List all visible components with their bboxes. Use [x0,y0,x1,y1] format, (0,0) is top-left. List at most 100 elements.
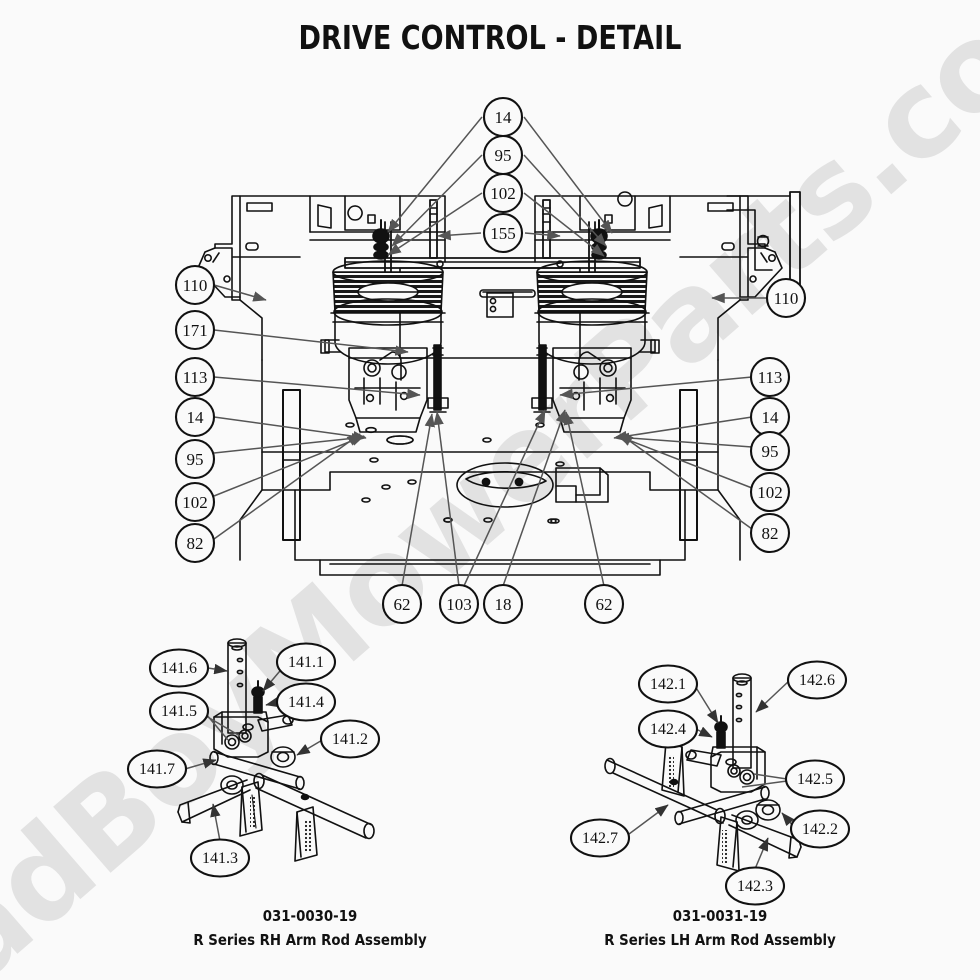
callout-95[interactable]: 95 [749,430,791,472]
right-hydro-pump-unit [531,199,660,433]
callout-113[interactable]: 113 [174,356,216,398]
callout-label: 171 [182,321,208,340]
callout-label: 62 [596,595,613,614]
callout-outline [569,818,631,858]
callout-label: 141.3 [202,850,238,867]
callout-label: 14 [762,408,780,427]
callout-outline [789,809,851,849]
callout-outline [749,430,791,472]
right-assembly-part-number: 031-0031-19 [672,907,768,925]
callout-113[interactable]: 113 [749,356,791,398]
callout-label: 102 [490,184,516,203]
callout-141-7[interactable]: 141.7 [126,749,188,789]
callout-outline [381,583,423,625]
callout-outline [174,356,216,398]
callout-outline [319,719,381,759]
callout-141-6[interactable]: 141.6 [148,648,210,688]
callout-label: 113 [183,368,208,387]
callout-95[interactable]: 95 [482,134,524,176]
callout-label: 113 [758,368,783,387]
callout-label: 18 [495,595,512,614]
callout-label: 141.4 [288,694,324,711]
callout-142-6[interactable]: 142.6 [786,660,848,700]
callout-outline [482,172,524,214]
callout-label: 141.7 [139,761,175,778]
callout-82[interactable]: 82 [749,512,791,554]
callout-label: 141.5 [161,703,197,720]
callout-171[interactable]: 171 [174,309,216,351]
callout-label: 142.6 [799,672,835,689]
callout-141-4[interactable]: 141.4 [275,682,337,722]
left-assembly-part-number: 031-0030-19 [262,907,358,925]
callout-102[interactable]: 102 [482,172,524,214]
callout-outline [174,438,216,480]
callout-142-5[interactable]: 142.5 [784,759,846,799]
callout-102[interactable]: 102 [174,481,216,523]
callout-outline [749,471,791,513]
callout-label: 95 [762,442,779,461]
callout-label: 14 [187,408,205,427]
callout-label: 142.5 [797,771,833,788]
callout-label: 142.2 [802,821,838,838]
callout-102[interactable]: 102 [749,471,791,513]
callout-103[interactable]: 103 [438,583,480,625]
callout-outline [637,664,699,704]
callout-outline [126,749,188,789]
callout-110[interactable]: 110 [174,264,216,306]
callout-label: 142.3 [737,878,773,895]
callout-155[interactable]: 155 [482,212,524,254]
callout-outline [148,648,210,688]
callout-outline [482,583,524,625]
callout-label: 142.4 [650,721,686,738]
callout-label: 141.6 [161,660,197,677]
callout-95[interactable]: 95 [174,438,216,480]
left-hydro-pump-unit [320,199,449,433]
callout-label: 62 [394,595,411,614]
callout-outline [749,356,791,398]
callout-141-2[interactable]: 141.2 [319,719,381,759]
callout-142-1[interactable]: 142.1 [637,664,699,704]
callout-outline [724,866,786,906]
leader-lines [184,116,795,870]
callout-14[interactable]: 14 [749,396,791,438]
callout-label: 14 [495,108,513,127]
callout-142-7[interactable]: 142.7 [569,818,631,858]
callout-bubbles: 1495102155110171113149510282110113149510… [126,96,851,906]
callout-label: 110 [183,276,208,295]
callout-142-4[interactable]: 142.4 [637,709,699,749]
callout-62[interactable]: 62 [583,583,625,625]
callout-outline [275,682,337,722]
callout-outline [637,709,699,749]
rh-arm-rod-assembly-drawing [177,638,375,862]
callout-141-1[interactable]: 141.1 [275,642,337,682]
callout-18[interactable]: 18 [482,583,524,625]
callout-outline [482,212,524,254]
callout-141-3[interactable]: 141.3 [189,838,251,878]
left-assembly-description: R Series RH Arm Rod Assembly [193,931,427,949]
callout-141-5[interactable]: 141.5 [148,691,210,731]
callout-142-3[interactable]: 142.3 [724,866,786,906]
callout-62[interactable]: 62 [381,583,423,625]
callout-14[interactable]: 14 [482,96,524,138]
callout-label: 141.1 [288,654,324,671]
callout-outline [275,642,337,682]
callout-outline [174,264,216,306]
callout-label: 82 [762,524,779,543]
callout-label: 142.1 [650,676,686,693]
callout-label: 155 [490,224,516,243]
callout-14[interactable]: 14 [174,396,216,438]
callout-110[interactable]: 110 [765,277,807,319]
callout-142-2[interactable]: 142.2 [789,809,851,849]
callout-label: 95 [495,146,512,165]
callout-outline [438,583,480,625]
callout-outline [786,660,848,700]
callout-outline [174,522,216,564]
callout-outline [189,838,251,878]
callout-label: 141.2 [332,731,368,748]
callout-outline [174,396,216,438]
callout-82[interactable]: 82 [174,522,216,564]
callout-outline [174,309,216,351]
callout-outline [583,583,625,625]
